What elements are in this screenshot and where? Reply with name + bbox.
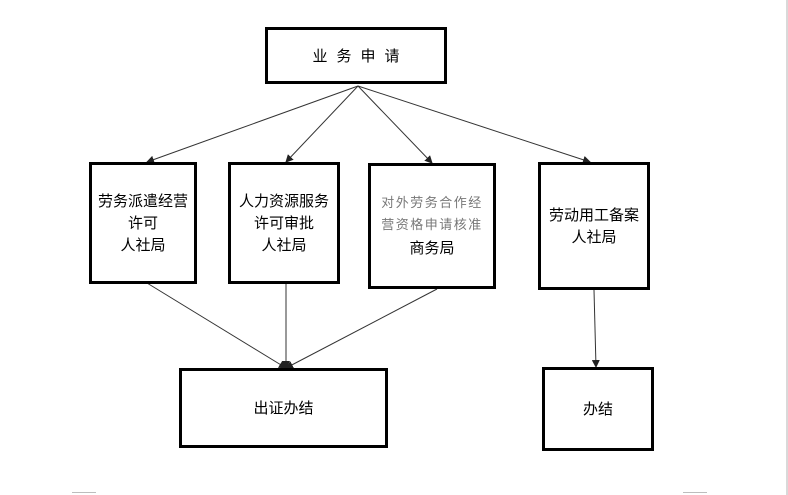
arrow-to-dispatch-license <box>146 85 359 164</box>
dispatch-license-line-1: 劳务派遣经营 <box>97 192 188 210</box>
foreign-labor-cooperation-box: 对外劳务合作经 营资格申请核准 商务局 <box>368 163 496 289</box>
arrow-foreign-labor-to-certificate <box>285 288 438 369</box>
certificate-completion-box: 出证办结 <box>179 368 388 448</box>
employment-filing-box: 劳动用工备案 人社局 <box>538 162 650 290</box>
dispatch-license-box: 劳务派遣经营 许可 人社局 <box>89 162 197 284</box>
foreign-labor-cooperation-line-3: 商务局 <box>409 239 455 257</box>
dispatch-license-line-3: 人社局 <box>120 236 166 254</box>
arrow-dispatch-to-certificate <box>146 282 287 369</box>
arrow-to-hr-service-license <box>285 85 359 163</box>
business-application-label: 业务申请 <box>312 46 409 65</box>
hr-service-license-line-3: 人社局 <box>261 236 307 254</box>
foreign-labor-cooperation-line-1: 对外劳务合作经 <box>381 196 483 211</box>
completion-label: 办结 <box>582 400 613 418</box>
employment-filing-line-2: 人社局 <box>571 228 617 246</box>
arrow-filing-to-completion <box>591 289 600 368</box>
dispatch-license-line-2: 许可 <box>127 214 158 232</box>
arrow-to-employment-filing <box>357 85 591 164</box>
certificate-completion-label: 出证办结 <box>253 399 314 417</box>
hr-service-license-line-2: 许可审批 <box>253 214 314 232</box>
hr-service-license-box: 人力资源服务 许可审批 人社局 <box>228 162 340 284</box>
business-application-box: 业务申请 <box>265 27 447 84</box>
page-corner-mark-left <box>72 492 96 493</box>
arrow-to-foreign-labor-cooperation <box>357 85 433 164</box>
employment-filing-line-1: 劳动用工备案 <box>548 206 639 224</box>
page-corner-mark-right <box>683 492 707 493</box>
page-edge <box>786 0 788 495</box>
completion-box: 办结 <box>542 367 654 451</box>
hr-service-license-line-1: 人力资源服务 <box>238 192 329 210</box>
foreign-labor-cooperation-line-2: 营资格申请核准 <box>381 218 483 233</box>
